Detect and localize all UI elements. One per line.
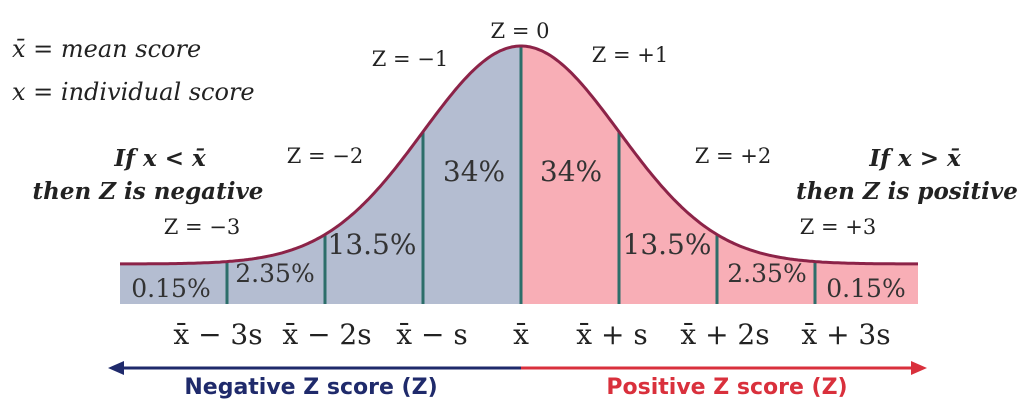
left-condition-line2: then Z is negative	[33, 178, 264, 205]
right-condition-line1: If x > x̄	[868, 145, 961, 172]
z-label-0: Z = 0	[491, 19, 550, 43]
right-condition-line2: then Z is positive	[796, 178, 1018, 205]
left-condition-line1: If x < x̄	[113, 145, 206, 172]
legend-individual: x = individual score	[12, 78, 255, 106]
negative-z-label: Negative Z score (Z)	[184, 375, 437, 400]
percent-right-13-5: 13.5%	[623, 228, 712, 261]
percent-right-2-35: 2.35%	[727, 259, 806, 288]
percent-right-34: 34%	[540, 155, 602, 188]
z-label-plus-2: Z = +2	[695, 144, 772, 168]
axis-label-mean: x̄	[513, 318, 529, 351]
percent-left-tail: 0.15%	[131, 274, 210, 303]
axis-label-plus-2s: x̄ + 2s	[680, 318, 769, 351]
axis-label-minus-2s: x̄ − 2s	[282, 318, 371, 351]
z-label-minus-2: Z = −2	[287, 144, 364, 168]
percent-left-2-35: 2.35%	[235, 259, 314, 288]
positive-z-label: Positive Z score (Z)	[606, 375, 847, 400]
z-label-plus-3: Z = +3	[800, 215, 877, 239]
negative-arrow-head	[108, 361, 124, 375]
z-label-plus-1: Z = +1	[592, 43, 669, 67]
percent-left-34: 34%	[443, 155, 505, 188]
percent-left-13-5: 13.5%	[328, 228, 417, 261]
positive-arrow-head	[911, 361, 927, 375]
axis-label-minus-3s: x̄ − 3s	[173, 318, 262, 351]
legend-mean: x̄ = mean score	[12, 35, 201, 63]
axis-label-plus-3s: x̄ + 3s	[801, 318, 890, 351]
z-label-minus-3: Z = −3	[164, 215, 241, 239]
axis-label-plus-s: x̄ + s	[576, 318, 647, 351]
bell-curve-line	[120, 44, 918, 266]
axis-label-minus-s: x̄ − s	[396, 318, 467, 351]
percent-right-tail: 0.15%	[826, 274, 905, 303]
negative-area-fill	[120, 46, 521, 304]
z-label-minus-1: Z = −1	[372, 47, 449, 71]
